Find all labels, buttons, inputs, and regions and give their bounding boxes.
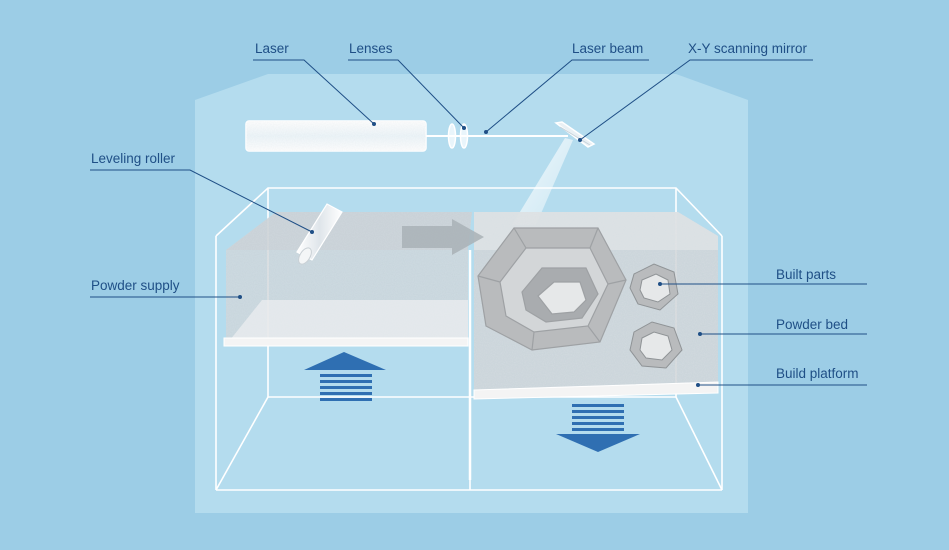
label-laser-beam: Laser beam <box>572 41 644 56</box>
label-lenses: Lenses <box>349 41 393 56</box>
arrow-down-icon <box>556 404 640 452</box>
leader-dots <box>238 122 702 387</box>
build-platform-shape <box>473 381 719 400</box>
label-built-parts: Built parts <box>776 267 837 282</box>
leader-lenses <box>348 59 465 129</box>
leveling-roller-icon <box>296 203 343 265</box>
laser-icon <box>245 120 427 152</box>
arrow-up-icon <box>304 352 386 401</box>
built-part-large <box>477 227 627 351</box>
label-xy-mirror: X-Y scanning mirror <box>688 41 808 56</box>
built-part-small-2 <box>629 321 683 369</box>
supply-platform <box>223 337 469 347</box>
arrow-right-icon <box>402 219 484 255</box>
leader-lines <box>90 59 867 386</box>
chamber-front-outline <box>215 236 723 491</box>
label-powder-supply: Powder supply <box>91 278 180 293</box>
label-build-platform: Build platform <box>776 366 859 381</box>
label-leveling-roller: Leveling roller <box>91 151 176 166</box>
leader-xy-mirror <box>579 59 813 141</box>
machine-housing <box>195 74 748 513</box>
label-powder-bed: Powder bed <box>776 317 849 332</box>
leader-laser <box>253 59 375 125</box>
leader-laser-beam <box>485 59 649 133</box>
label-laser: Laser <box>255 41 289 56</box>
laser-beam-cone <box>512 138 573 225</box>
leader-leveling-roller <box>90 169 313 233</box>
scanning-mirror-icon <box>554 121 596 148</box>
built-part-small-1 <box>629 263 679 311</box>
